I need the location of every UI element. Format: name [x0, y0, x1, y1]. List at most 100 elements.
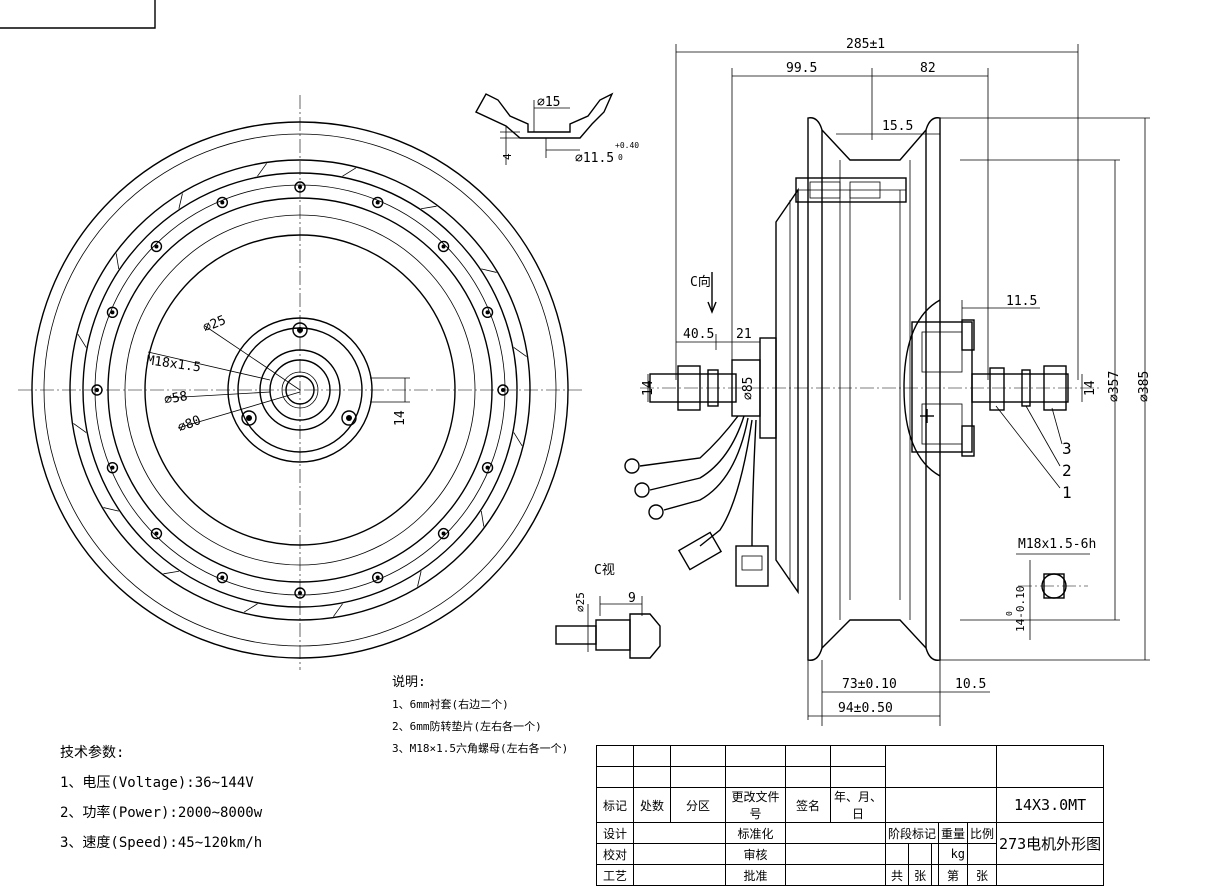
rim-slot: [257, 163, 267, 177]
dim-73-label: 73±0.10: [842, 677, 897, 692]
rim-bolt-center: [485, 465, 490, 470]
dim-14-label: 14: [393, 410, 408, 426]
rim-bolt-center: [110, 465, 115, 470]
rim-slot: [480, 511, 485, 527]
c-view-detail: C视 ⌀25 9: [555, 563, 661, 659]
tb-zone: 分区: [670, 787, 726, 823]
rim-bolt-center: [441, 244, 446, 249]
tb-sheets: 张: [908, 864, 933, 886]
rim-bolt-center: [375, 575, 380, 580]
tb-weight: 重量: [938, 822, 969, 844]
front-view: M18x1.5 ⌀25 ⌀58 ⌀80 14: [18, 95, 585, 670]
rim-slot: [115, 253, 120, 269]
dim-d357-label: ⌀357: [1107, 371, 1122, 402]
leader-3: 3: [1062, 439, 1072, 458]
rim-bolt-center: [154, 531, 159, 536]
rim-bolt: [481, 461, 494, 474]
rim-slot: [243, 603, 258, 613]
rim-section-detail: ⌀15 ⌀11.5 +0.40 0 4: [475, 92, 639, 166]
tb-scale: 比例: [967, 822, 998, 844]
tb-count: 处数: [633, 787, 671, 823]
tb-stage: 阶段标记: [884, 822, 940, 844]
specs-block: 技术参数: 1、电压(Voltage):36~144V 2、功率(Power):…: [60, 738, 262, 858]
notes-block: 说明: 1、6mm衬套(右边二个) 2、6mm防转垫片(左右各一个) 3、M18…: [392, 672, 568, 760]
rim-bolt-center: [154, 244, 159, 249]
rim-slot: [481, 268, 497, 273]
rim-slot: [421, 205, 437, 210]
specs-title: 技术参数:: [60, 745, 125, 761]
leader-1: 1: [1062, 483, 1072, 502]
dim-d58-label: ⌀58: [163, 389, 189, 408]
rim-slot: [178, 193, 183, 209]
rim-bolt: [150, 240, 163, 253]
tb-sign: 签名: [785, 787, 831, 823]
dim-d80-label: ⌀80: [176, 413, 203, 436]
rim-bolt-center: [95, 388, 99, 392]
notes-title: 说明:: [392, 675, 426, 690]
rim-tol-lower: 0: [618, 153, 623, 162]
tb-review: 审核: [725, 843, 786, 865]
thread-tol-upper: 0: [1005, 611, 1014, 616]
c-view-9-label: 9: [628, 591, 636, 606]
rim-bolt-center: [441, 531, 446, 536]
c-view-title: C视: [594, 563, 615, 578]
thread-tol-lower: 14-0.10: [1014, 586, 1027, 632]
rim-bolt: [216, 196, 229, 209]
rim-bolt-center: [110, 310, 115, 315]
dim-14-right-label: 14: [1083, 380, 1098, 396]
rim-bolt: [437, 527, 450, 540]
tb-sheet2: 张: [967, 864, 998, 886]
thread-detail: M18x1.5-6h 0 14-0.10: [1005, 537, 1096, 640]
dim-14-left-label: 14: [641, 380, 656, 396]
rim-bolt: [437, 240, 450, 253]
view-c-label: C向: [690, 274, 711, 290]
leader-2: 2: [1062, 461, 1072, 480]
rim-bolt: [497, 384, 509, 396]
note-item: 3、M18×1.5六角螺母(左右各一个): [392, 742, 569, 755]
tb-kg: kg: [938, 843, 969, 865]
tb-date: 年、月、日: [830, 787, 886, 823]
dim-99-5-label: 99.5: [786, 61, 817, 76]
dim-82-label: 82: [920, 61, 936, 76]
rim-bolt-center: [220, 200, 225, 205]
note-item: 2、6mm防转垫片(左右各一个): [392, 720, 542, 733]
rim-bolt: [294, 181, 306, 193]
rim-bolt: [106, 306, 119, 319]
rim-bolt-center: [375, 200, 380, 205]
rim-slot: [513, 347, 527, 357]
rim-slot: [163, 570, 179, 575]
tb-total: 共: [884, 864, 910, 886]
rim-bolt: [216, 571, 229, 584]
note-item: 1、6mm衬套(右边二个): [392, 698, 509, 711]
dim-overall-label: 285±1: [846, 37, 885, 52]
rim-bolt-center: [298, 591, 302, 595]
tb-docno: 更改文件号: [725, 787, 786, 823]
tb-num: 第: [938, 864, 969, 886]
tb-process: 工艺: [596, 864, 634, 886]
rim-bolt: [91, 384, 103, 396]
tb-check: 校对: [596, 843, 634, 865]
side-view: 285±1 99.5 82 15.5: [640, 37, 1152, 726]
tb-mark: 标记: [596, 787, 634, 823]
rim-slot: [342, 167, 357, 177]
tb-approve: 批准: [725, 864, 786, 886]
tb-design: 设计: [596, 822, 634, 844]
rim-bolt: [106, 461, 119, 474]
rim-d11-5-label: ⌀11.5: [575, 151, 614, 166]
spec-item: 3、速度(Speed):45~120km/h: [60, 835, 263, 851]
spec-item: 1、电压(Voltage):36~144V: [60, 775, 254, 791]
rim-bolt-center: [220, 575, 225, 580]
rim-bolt: [481, 306, 494, 319]
rim-bolt: [294, 587, 306, 599]
rim-slot: [77, 333, 87, 348]
rim-tol-upper: +0.40: [615, 141, 639, 150]
rim-slot: [417, 571, 422, 587]
title-block: 标记 处数 分区 更改文件号 签名 年、月、日 14X3.0MT 设计 标准化 …: [596, 745, 1105, 886]
rim-bolt-center: [298, 185, 302, 189]
dim-40-5-label: 40.5: [683, 327, 714, 342]
rim-4-label: 4: [501, 153, 514, 160]
rim-bolt: [371, 196, 384, 209]
dim-m18-label: M18x1.5: [145, 353, 201, 375]
rim-slot: [103, 507, 119, 512]
